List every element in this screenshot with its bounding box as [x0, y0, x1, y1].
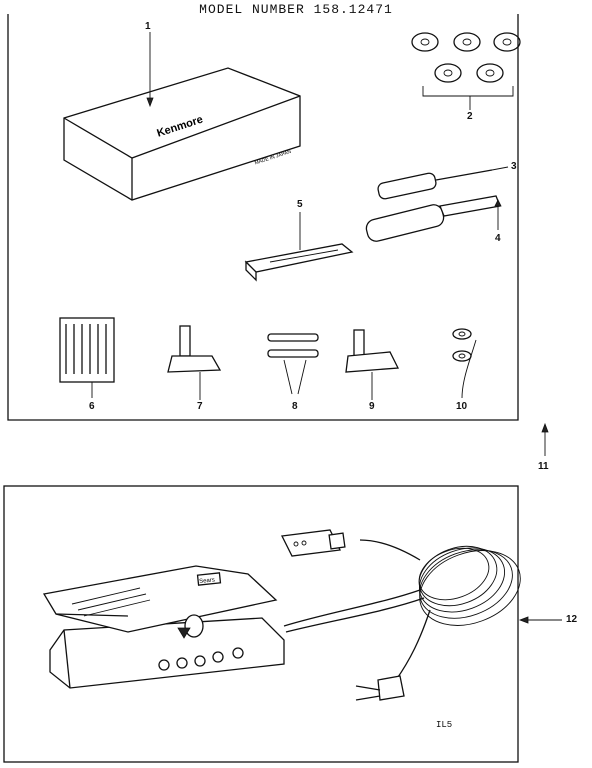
callout-6: 6 — [89, 401, 95, 412]
lower-panel-frame — [3, 485, 519, 763]
part-9-zipper-foot — [345, 329, 400, 400]
callout-5: 5 — [297, 199, 303, 210]
part-5-seam-guide — [244, 212, 354, 282]
callout-3: 3 — [511, 161, 517, 172]
callout-4: 4 — [495, 233, 501, 244]
part-8-spool-pins — [267, 333, 319, 395]
callout-11: 11 — [538, 461, 549, 472]
part-1-accessory-box — [63, 32, 301, 201]
part-2-bobbins — [411, 32, 521, 110]
part-7-presser-foot — [167, 325, 222, 400]
part-6-needle-pack — [59, 317, 115, 398]
callout-9: 9 — [369, 401, 375, 412]
callout-7: 7 — [197, 401, 203, 412]
callout-1: 1 — [145, 21, 151, 32]
part-4-large-screwdriver — [365, 195, 502, 242]
model-number-title: MODEL NUMBER 158.12471 — [199, 2, 393, 17]
part-10-spool-washers — [452, 328, 477, 399]
callout-11-leader — [541, 422, 549, 456]
callout-12: 12 — [566, 614, 578, 625]
part-12-foot-controller — [42, 529, 562, 701]
part-3-small-screwdriver — [377, 166, 509, 200]
upper-panel-frame — [7, 14, 519, 421]
drawing-code: IL5 — [436, 720, 453, 730]
callout-2: 2 — [467, 111, 473, 122]
callout-10: 10 — [456, 401, 468, 412]
callout-8: 8 — [292, 401, 298, 412]
pedal-brand-label: Sears — [199, 577, 215, 585]
